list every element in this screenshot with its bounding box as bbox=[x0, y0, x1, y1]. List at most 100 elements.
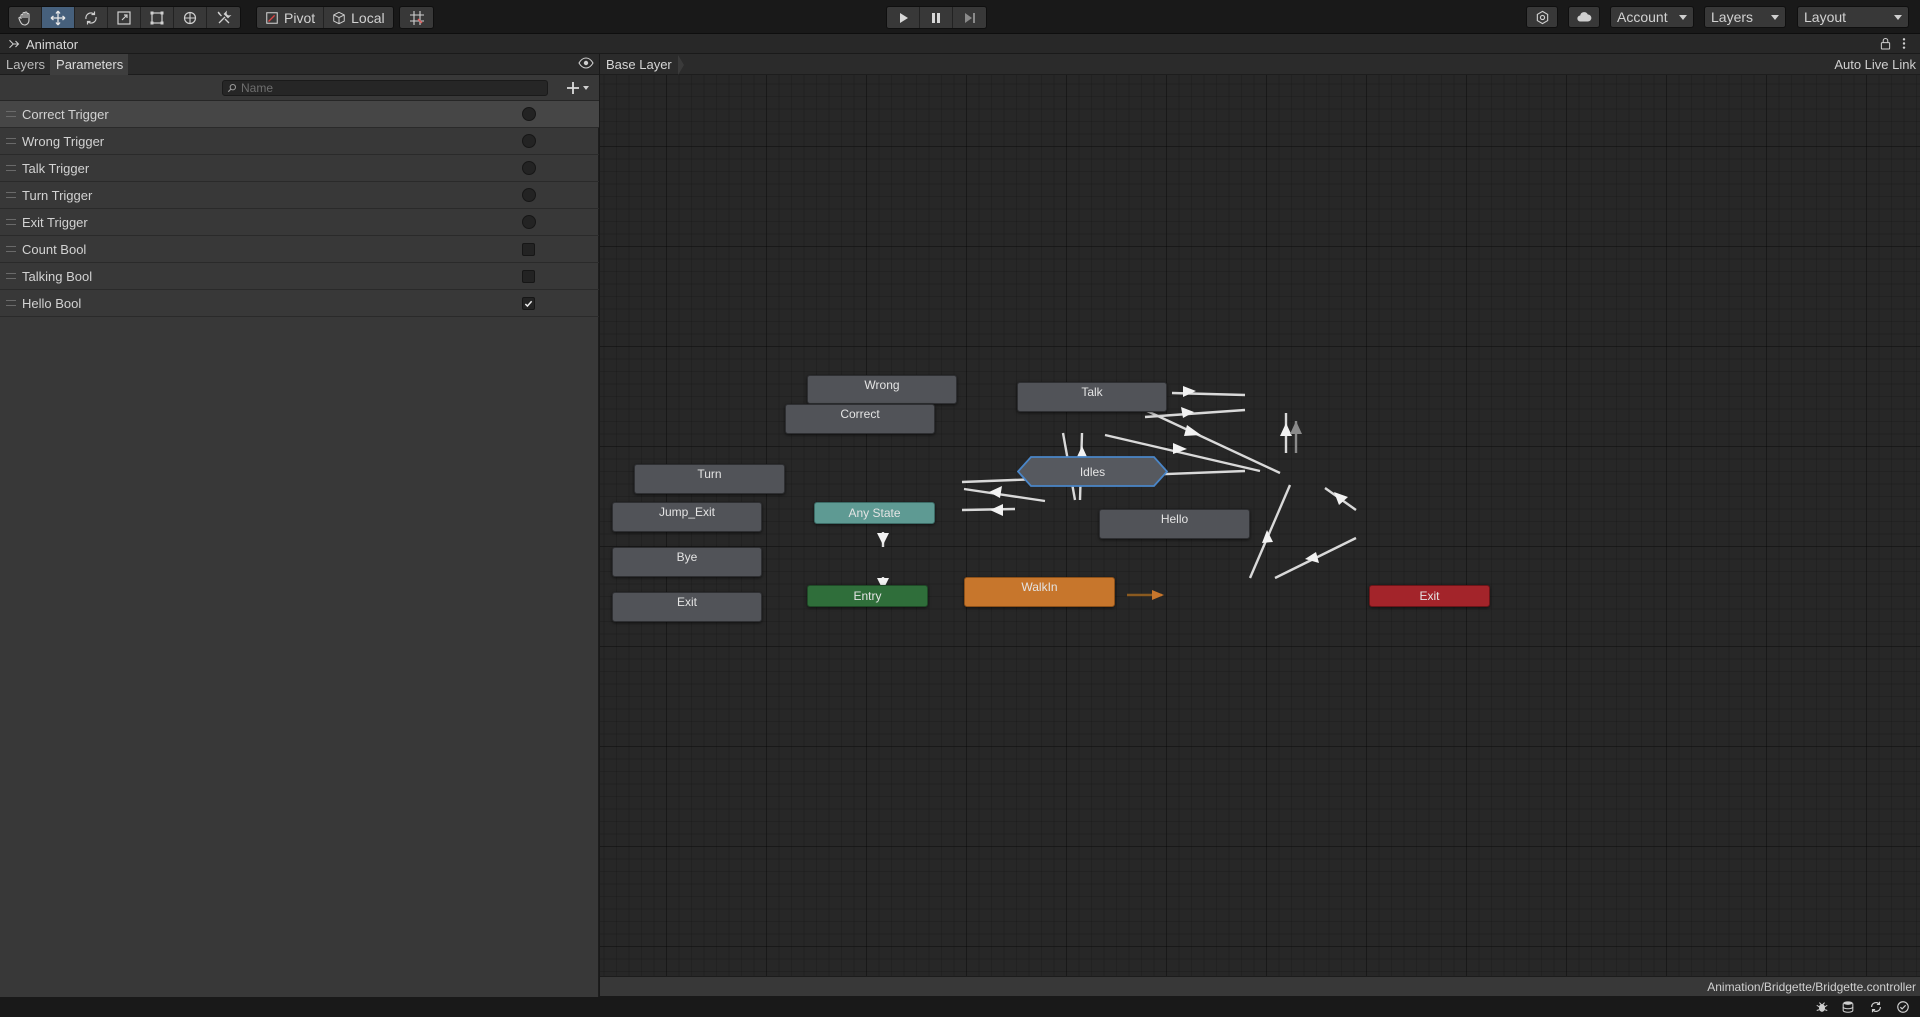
status-bar bbox=[0, 997, 1920, 1017]
move-tool-icon[interactable] bbox=[42, 7, 75, 28]
caret-down-icon bbox=[1771, 14, 1779, 20]
parameter-name: Correct Trigger bbox=[22, 106, 109, 122]
lock-icon[interactable] bbox=[1880, 37, 1892, 51]
state-wrong[interactable]: Wrong bbox=[807, 375, 957, 404]
plus-icon bbox=[567, 82, 579, 94]
hand-tool-icon[interactable] bbox=[9, 7, 42, 28]
state-exit-node[interactable]: Exit bbox=[612, 592, 762, 622]
snap-group bbox=[399, 6, 434, 29]
parameter-row[interactable]: Exit Trigger bbox=[0, 209, 599, 236]
drag-handle-icon[interactable] bbox=[6, 246, 16, 252]
drag-handle-icon[interactable] bbox=[6, 138, 16, 144]
trigger-toggle[interactable] bbox=[522, 107, 536, 121]
tab-layers[interactable]: Layers bbox=[6, 57, 46, 72]
drag-handle-icon[interactable] bbox=[6, 165, 16, 171]
trigger-toggle[interactable] bbox=[522, 161, 536, 175]
parameter-row[interactable]: Talking Bool bbox=[0, 263, 599, 290]
animator-icon bbox=[9, 39, 20, 49]
state-correct[interactable]: Correct bbox=[785, 404, 935, 434]
panel-tabs: Layers Parameters bbox=[0, 54, 599, 75]
drag-handle-icon[interactable] bbox=[6, 219, 16, 225]
caret-down-icon bbox=[1894, 14, 1902, 20]
drag-handle-icon[interactable] bbox=[6, 192, 16, 198]
state-label: Exit bbox=[676, 595, 697, 609]
tab-parameters[interactable]: Parameters bbox=[50, 54, 129, 75]
state-talk[interactable]: Talk bbox=[1017, 382, 1167, 412]
state-turn[interactable]: Turn bbox=[634, 464, 785, 494]
parameter-row[interactable]: Wrong Trigger bbox=[0, 128, 599, 155]
search-icon bbox=[227, 83, 237, 93]
database-icon[interactable] bbox=[1840, 999, 1856, 1015]
play-icon[interactable] bbox=[887, 7, 920, 28]
account-dropdown[interactable]: Account bbox=[1610, 6, 1694, 28]
pivot-local-group: Pivot Local bbox=[256, 6, 394, 29]
more-options-icon[interactable] bbox=[1902, 37, 1912, 51]
bool-checkbox[interactable] bbox=[522, 270, 535, 283]
check-circle-icon[interactable] bbox=[1895, 999, 1911, 1015]
trigger-toggle[interactable] bbox=[522, 134, 536, 148]
search-input[interactable] bbox=[241, 81, 521, 95]
trigger-toggle[interactable] bbox=[522, 188, 536, 202]
pivot-button[interactable]: Pivot bbox=[257, 7, 325, 28]
breadcrumb-arrow-icon bbox=[677, 54, 684, 75]
bool-checkbox[interactable] bbox=[522, 297, 535, 310]
state-walkin-default[interactable]: WalkIn bbox=[964, 577, 1115, 607]
parameter-name: Hello Bool bbox=[22, 295, 82, 311]
step-icon[interactable] bbox=[953, 7, 986, 28]
parameter-search-box[interactable] bbox=[222, 80, 548, 96]
state-jump-exit[interactable]: Jump_Exit bbox=[612, 502, 762, 532]
controller-path-bar: Animation/Bridgette/Bridgette.controller bbox=[600, 976, 1920, 996]
layout-dropdown[interactable]: Layout bbox=[1797, 6, 1909, 28]
parameter-row[interactable]: Turn Trigger bbox=[0, 182, 599, 209]
collab-button[interactable] bbox=[1526, 6, 1558, 28]
parameter-row[interactable]: Hello Bool bbox=[0, 290, 599, 317]
transition-lines bbox=[877, 386, 1357, 600]
pivot-label: Pivot bbox=[284, 9, 316, 26]
state-idles[interactable]: Idles bbox=[1017, 456, 1168, 487]
window-title: Animator bbox=[26, 36, 79, 52]
parameter-name: Talk Trigger bbox=[22, 160, 90, 176]
state-entry[interactable]: Entry bbox=[807, 585, 928, 607]
drag-handle-icon[interactable] bbox=[6, 273, 16, 279]
scale-tool-icon[interactable] bbox=[108, 7, 141, 28]
state-machine-graph[interactable]: Wrong Correct Talk Turn Idles Jump_Exit … bbox=[600, 75, 1920, 976]
state-any-state[interactable]: Any State bbox=[814, 502, 935, 524]
breadcrumb-base-layer[interactable]: Base Layer bbox=[606, 57, 672, 72]
custom-tool-icon[interactable] bbox=[207, 7, 240, 28]
bool-checkbox[interactable] bbox=[522, 243, 535, 256]
state-hello[interactable]: Hello bbox=[1099, 509, 1250, 539]
parameter-name: Count Bool bbox=[22, 241, 87, 257]
trigger-toggle[interactable] bbox=[522, 215, 536, 229]
state-label: Wrong bbox=[864, 377, 900, 392]
grid-snap-icon[interactable] bbox=[400, 7, 433, 28]
rect-tool-icon[interactable] bbox=[141, 7, 174, 28]
state-exit[interactable]: Exit bbox=[1369, 585, 1490, 607]
state-bye[interactable]: Bye bbox=[612, 547, 762, 577]
rotate-tool-icon[interactable] bbox=[75, 7, 108, 28]
parameter-row[interactable]: Correct Trigger bbox=[0, 101, 599, 128]
pause-icon[interactable] bbox=[920, 7, 953, 28]
local-button[interactable]: Local bbox=[324, 7, 392, 28]
drag-handle-icon[interactable] bbox=[6, 300, 16, 306]
bug-icon[interactable] bbox=[1814, 999, 1830, 1015]
transform-tool-icon[interactable] bbox=[174, 7, 207, 28]
pivot-icon bbox=[266, 11, 278, 24]
parameter-search-row bbox=[0, 75, 599, 101]
layers-dropdown[interactable]: Layers bbox=[1704, 6, 1786, 28]
parameter-row[interactable]: Talk Trigger bbox=[0, 155, 599, 182]
checkmark-icon bbox=[524, 300, 533, 308]
cloud-icon bbox=[1577, 12, 1592, 22]
auto-live-link-toggle[interactable]: Auto Live Link bbox=[1834, 57, 1916, 72]
parameter-name: Turn Trigger bbox=[22, 187, 93, 203]
drag-handle-icon[interactable] bbox=[6, 111, 16, 117]
add-parameter-button[interactable] bbox=[566, 78, 596, 98]
animator-window-tab[interactable]: Animator bbox=[8, 34, 78, 54]
parameter-row[interactable]: Count Bool bbox=[0, 236, 599, 263]
refresh-icon[interactable] bbox=[1868, 999, 1884, 1015]
eye-icon[interactable] bbox=[578, 57, 594, 71]
breadcrumb[interactable]: Base Layer bbox=[606, 54, 684, 75]
local-label: Local bbox=[351, 9, 385, 26]
playmode-controls bbox=[886, 6, 987, 29]
state-label: Correct bbox=[840, 407, 880, 421]
cloud-button[interactable] bbox=[1568, 6, 1600, 28]
